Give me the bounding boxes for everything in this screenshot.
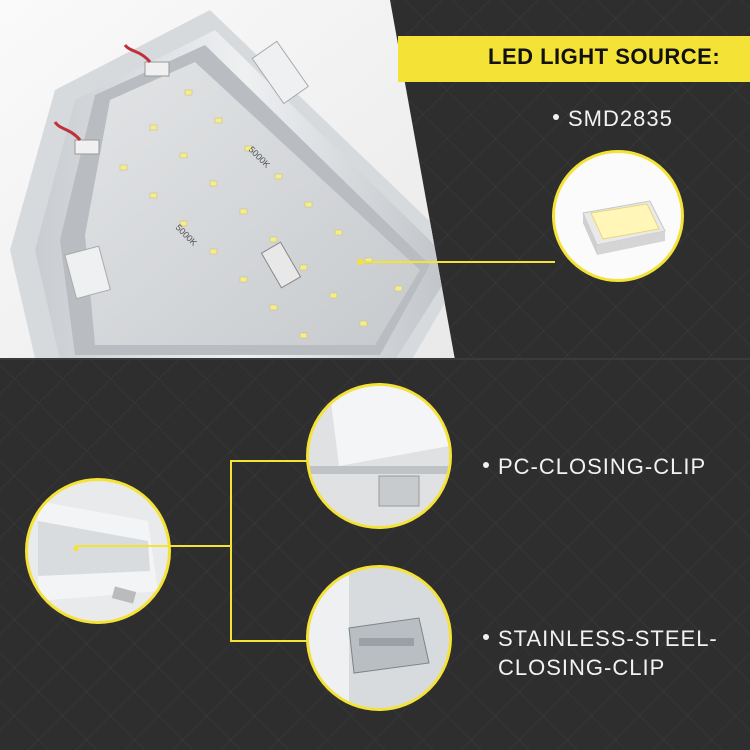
- section-divider: [0, 358, 750, 360]
- pc-clip-text: PC-CLOSING-CLIP: [498, 454, 707, 479]
- connector-line: [75, 545, 230, 547]
- pc-clip-photo: [306, 383, 452, 529]
- heading: LED LIGHT SOURCE:: [488, 44, 721, 69]
- steel-clip-text-line1: STAINLESS-STEEL-: [498, 626, 718, 651]
- bullet-icon: [483, 634, 489, 641]
- led-type-label: SMD2835: [553, 106, 673, 132]
- steel-clip-photo: [306, 565, 452, 711]
- connector-line: [230, 640, 308, 642]
- bullet-icon: [483, 462, 489, 469]
- smd-led-chip-icon: [552, 150, 684, 282]
- fixture-end-photo: [25, 478, 171, 624]
- bullet-icon: [553, 114, 559, 121]
- connector-line: [230, 460, 308, 462]
- led-board-photo: 5000K 5000K: [0, 0, 555, 360]
- connector-line: [230, 460, 232, 642]
- heading-banner: [398, 36, 750, 82]
- steel-clip-label: STAINLESS-STEEL- CLOSING-CLIP: [483, 624, 718, 682]
- pc-clip-label: PC-CLOSING-CLIP: [483, 454, 706, 480]
- led-type-text: SMD2835: [568, 106, 673, 131]
- steel-clip-text-line2: CLOSING-CLIP: [498, 655, 666, 680]
